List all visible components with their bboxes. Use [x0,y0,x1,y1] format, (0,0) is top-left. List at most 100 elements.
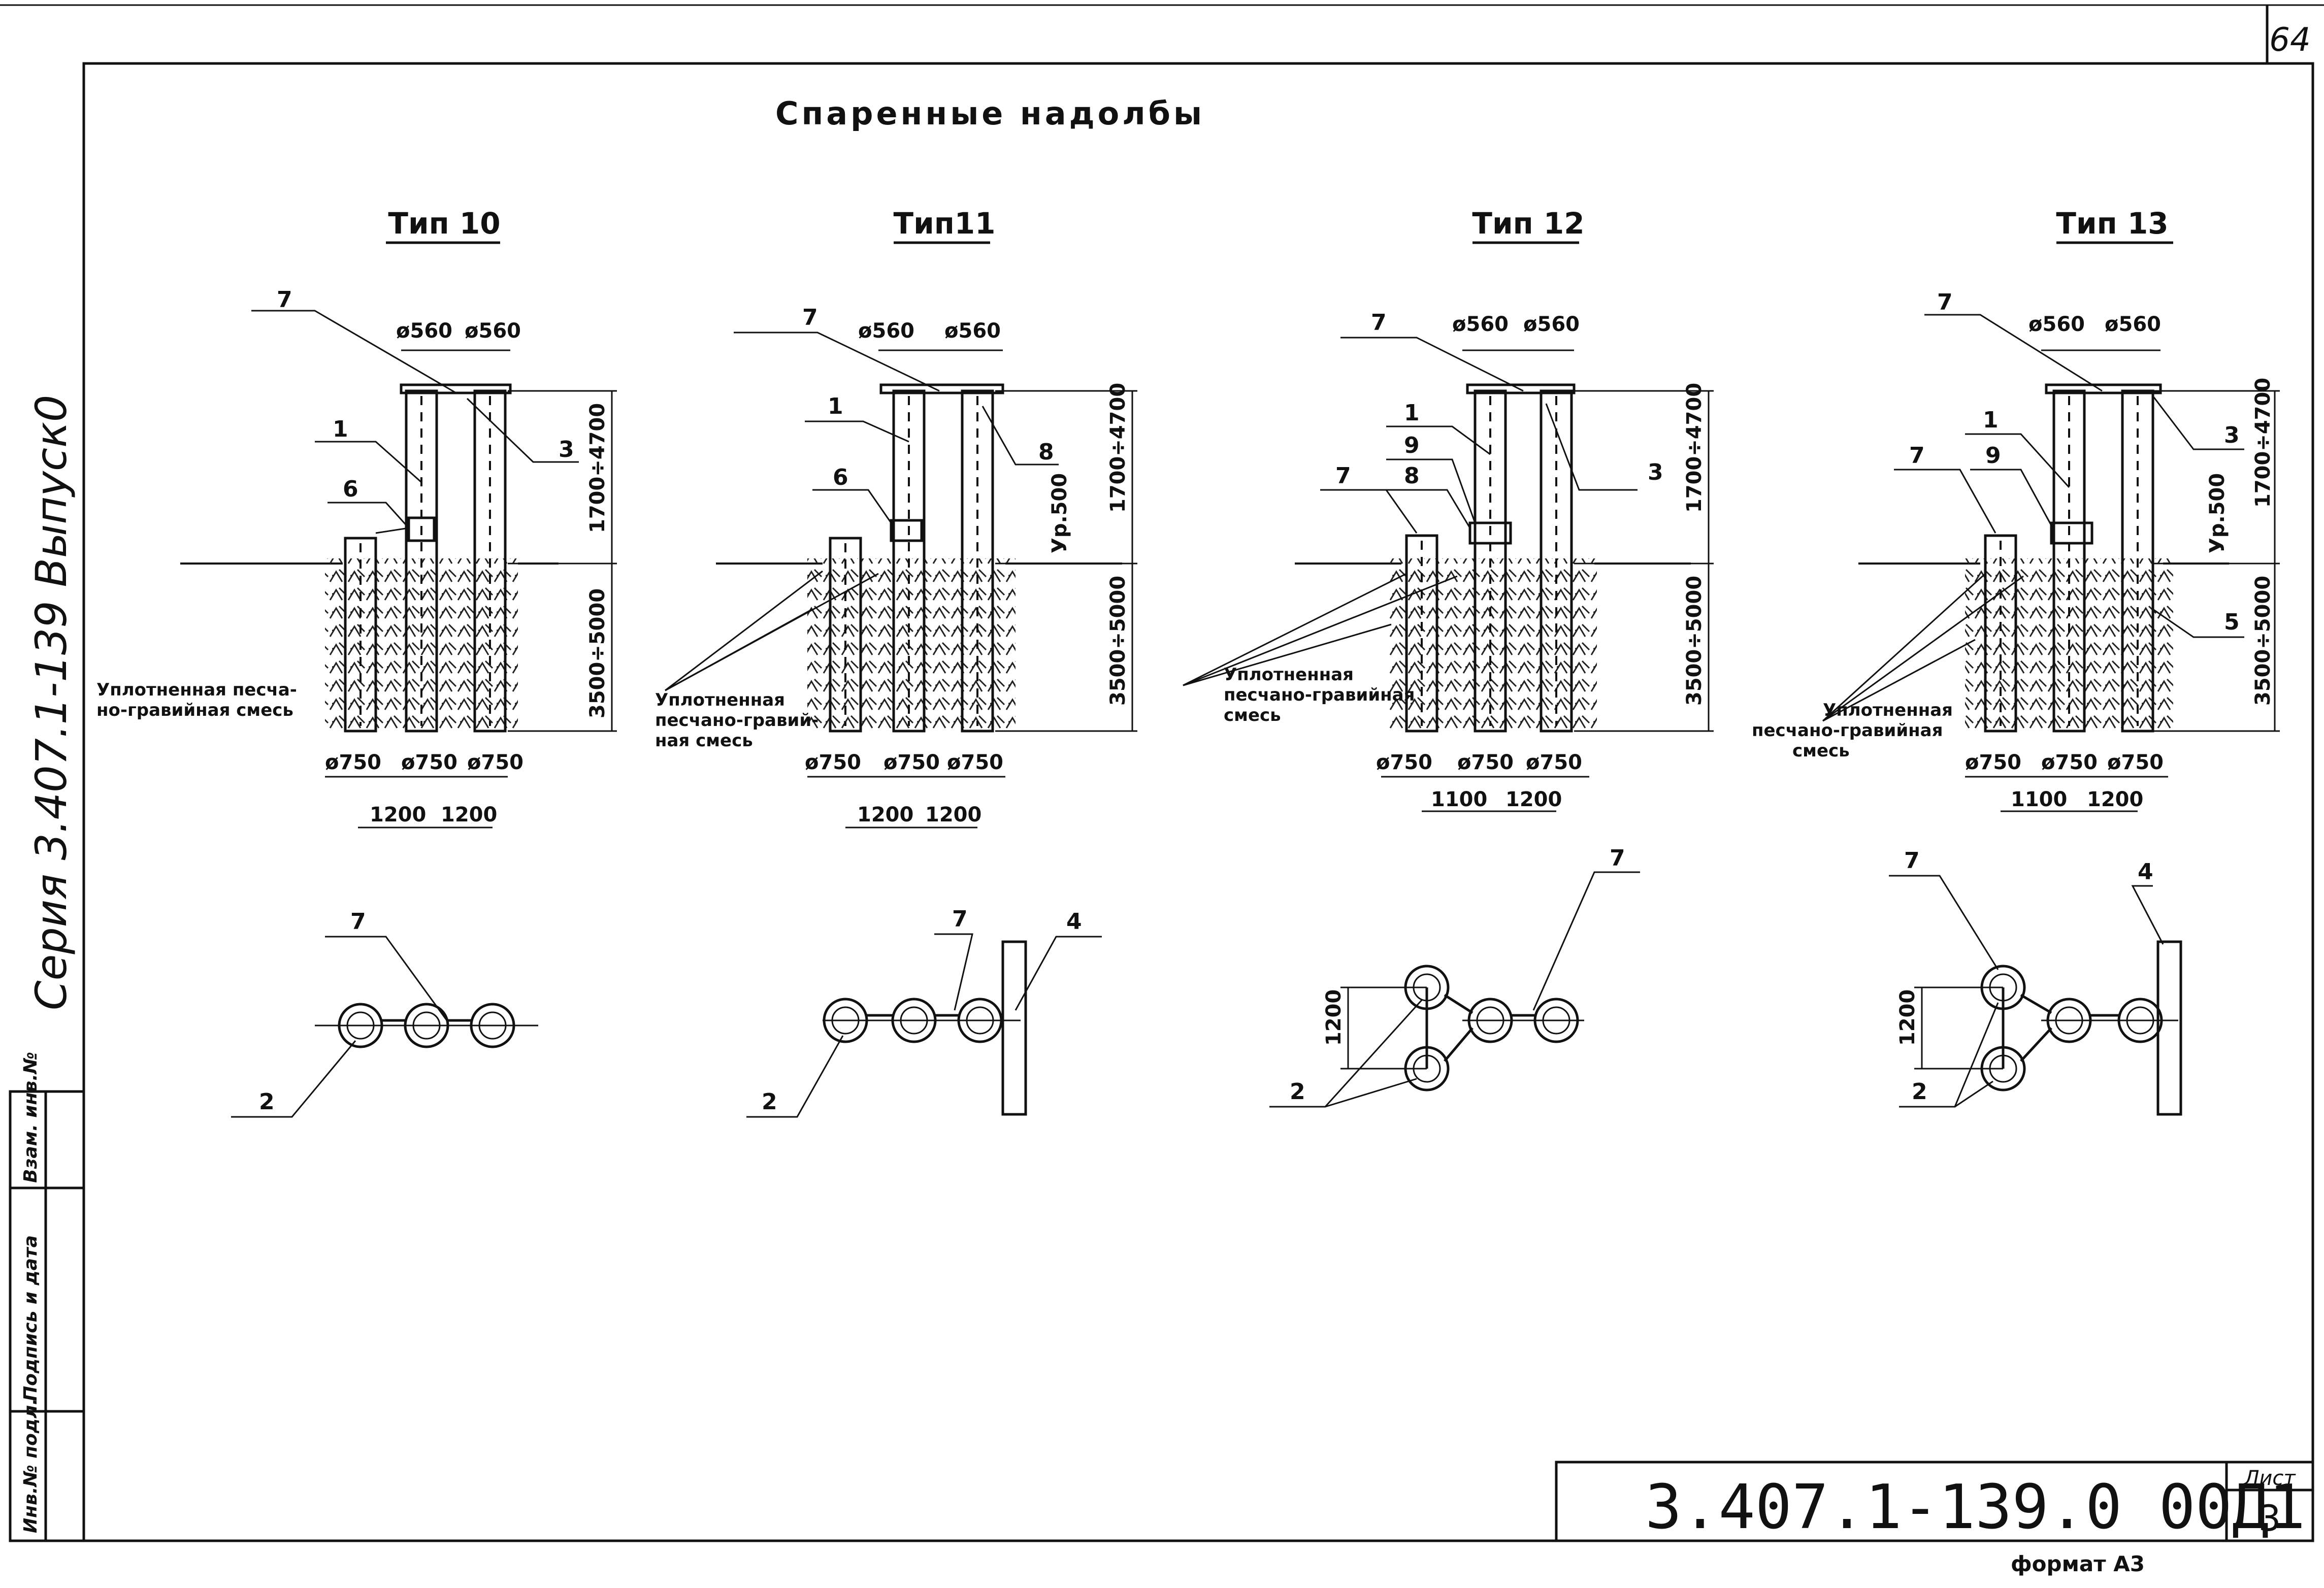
type-13-heading: Тип 13 [2056,206,2168,241]
type-11-callout-6: 6 [833,465,848,490]
type-13-dia-top-1: ø560 [2028,313,2085,336]
type-13-callout-9: 9 [1985,443,2001,469]
type-12-callout-9: 9 [1404,433,1420,458]
type-10-heading: Тип 10 [388,206,500,241]
type-11-plan-wall [1001,940,1027,1116]
type-12-callout-3: 3 [1648,459,1663,485]
type-13-level: Ур.500 [2206,473,2229,553]
type-13-callout-3: 3 [2224,422,2240,448]
type-13-dia-bottom-1: ø750 [1965,751,2021,774]
type-11-heading: Тип11 [894,206,996,241]
type-10-callout-7: 7 [277,287,292,313]
type-10-clamp [407,516,436,542]
type-11-dia-bottom-1: ø750 [805,751,861,774]
type-10-note-line-2: но-гравийная смесь [96,700,293,720]
type-13-height-below: 3500÷5000 [2251,576,2275,706]
stamp-inv-number: Инв.№ подл. [20,1398,41,1533]
type-11-span-1: 1200 [857,803,913,826]
type-13-dia-bottom-2: ø750 [2041,751,2098,774]
type-12-note-line-1: Уплотненная [1224,665,1354,685]
type-12-dia-bottom-3: ø750 [1526,751,1582,774]
type-11-note-line-1: Уплотненная [655,690,785,710]
type-10-dia-bottom-2: ø750 [401,751,457,774]
stamp-replaced-inv: Взам. инв.№ [20,1052,41,1183]
type-12-note-line-3: смесь [1224,705,1281,725]
type-12-dia-top-1: ø560 [1452,313,1509,336]
type-13-plan-spacing: 1200 [1896,989,1919,1046]
type-11-clamp [890,519,923,542]
type-11-height-below: 3500÷5000 [1106,576,1130,706]
stamp-signature-date: Подпись и дата [20,1235,41,1401]
type-11-dia-top-2: ø560 [944,319,1001,343]
type-12-height-above: 1700÷4700 [1683,383,1706,513]
type-12-elevation: ø560 ø560 1700÷4700 3500÷5000 ø750 ø750 … [1183,310,1714,812]
type-13-dia-bottom-3: ø750 [2107,751,2164,774]
type-13-elevation: ø560 ø560 1700÷4700 3500÷5000 Ур.500 ø75… [1752,289,2280,812]
type-11-level: Ур.500 [1048,473,1071,553]
type-13-note-line-3: смесь [1792,741,1850,761]
type-13-note-line-1: Уплотненная [1823,700,1953,720]
type-10-height-above: 1700÷4700 [586,403,609,533]
type-13-callout-5: 5 [2224,609,2240,635]
type-12-plan-spacing: 1200 [1322,989,1346,1046]
sheet-format: формат А3 [2011,1551,2145,1576]
type-11-span-2: 1200 [925,803,981,826]
type-12-dia-bottom-2: ø750 [1457,751,1514,774]
type-12-callout-7: 7 [1371,310,1387,336]
type-13-callout-1: 1 [1983,407,1999,433]
type-10-span-1: 1200 [370,803,426,826]
drawing-frame [82,62,2314,1542]
type-11-height-above: 1700÷4700 [1106,383,1130,513]
type-13-span-1: 1100 [2011,788,2067,811]
type-10-callout-1: 1 [333,416,348,442]
type-11-cap-plate [879,383,1004,394]
type-12-cap-plate [1466,383,1576,394]
type-12-plan: 1200 7 2 [1269,845,1640,1108]
type-12-note-line-2: песчано-гравийная [1224,685,1415,705]
type-10-dia-bottom-3: ø750 [467,751,523,774]
title-block: 3.407.1-139.0 00Д1 Лист 3 формат А3 [1555,1461,2313,1576]
type-13-plan: 1200 7 4 2 [1889,848,2182,1116]
type-13-span-2: 1200 [2087,788,2143,811]
type-10-span-2: 1200 [441,803,497,826]
type-10-dia-bottom-1: ø750 [325,751,381,774]
type-13-callout-7: 7 [1937,289,1953,315]
type-13-height-above: 1700÷4700 [2251,378,2275,508]
type-11-plan-callout-4: 4 [1066,909,1082,935]
type-10-plan-callout-7: 7 [350,909,366,935]
type-headings: Тип 10 Тип11 Тип 12 Тип 13 [386,206,2173,244]
type-11-callout-1: 1 [828,393,843,419]
type-12-span-2: 1200 [1505,788,1562,811]
type-13-note-line-2: песчано-гравийная [1752,720,1943,741]
type-10-dia-top-1: ø560 [396,319,452,343]
type-11-plan: 7 4 2 [746,906,1102,1118]
page-number: 64 [2269,21,2310,59]
type-13-plan-callout-7: 7 [1904,848,1920,874]
type-13-plan-callout-2: 2 [1912,1079,1927,1105]
type-12-dia-top-2: ø560 [1523,313,1580,336]
type-11-note-line-3: ная смесь [655,731,753,751]
type-10-callout-3: 3 [559,437,574,462]
type-12-callout-7b: 7 [1335,463,1351,489]
type-12-callout-1: 1 [1404,400,1420,426]
sheet-number: 3 [2258,1498,2281,1539]
type-11-elevation: ø560 ø560 1700÷4700 3500÷5000 Ур.500 ø75… [655,305,1137,829]
type-10-plan: 7 2 [231,909,538,1118]
type-12-bracket [1468,521,1512,545]
sheet-label: Лист [2243,1467,2296,1490]
type-11-plan-callout-2: 2 [762,1089,777,1115]
drawing-title: Спаренные надолбы [775,95,1205,132]
type-10-cap-plate [400,383,512,394]
series-vertical-text: Серия 3.407.1-139 Выпуск0 [26,395,76,1010]
type-10-dia-top-2: ø560 [465,319,521,343]
type-10-height-below: 3500÷5000 [586,588,609,718]
type-12-plan-callout-2: 2 [1290,1079,1305,1105]
type-13-bracket [2050,521,2093,545]
type-10-elevation: ø560 ø560 1700÷4700 3500÷5000 ø750 ø750 … [96,287,617,829]
document-code: 3.407.1-139.0 00Д1 [1645,1472,2305,1543]
type-12-callout-8: 8 [1404,463,1420,489]
type-11-callout-7: 7 [802,305,818,330]
type-12-plan-callout-7: 7 [1610,845,1625,871]
type-13-callout-7b: 7 [1909,443,1925,469]
